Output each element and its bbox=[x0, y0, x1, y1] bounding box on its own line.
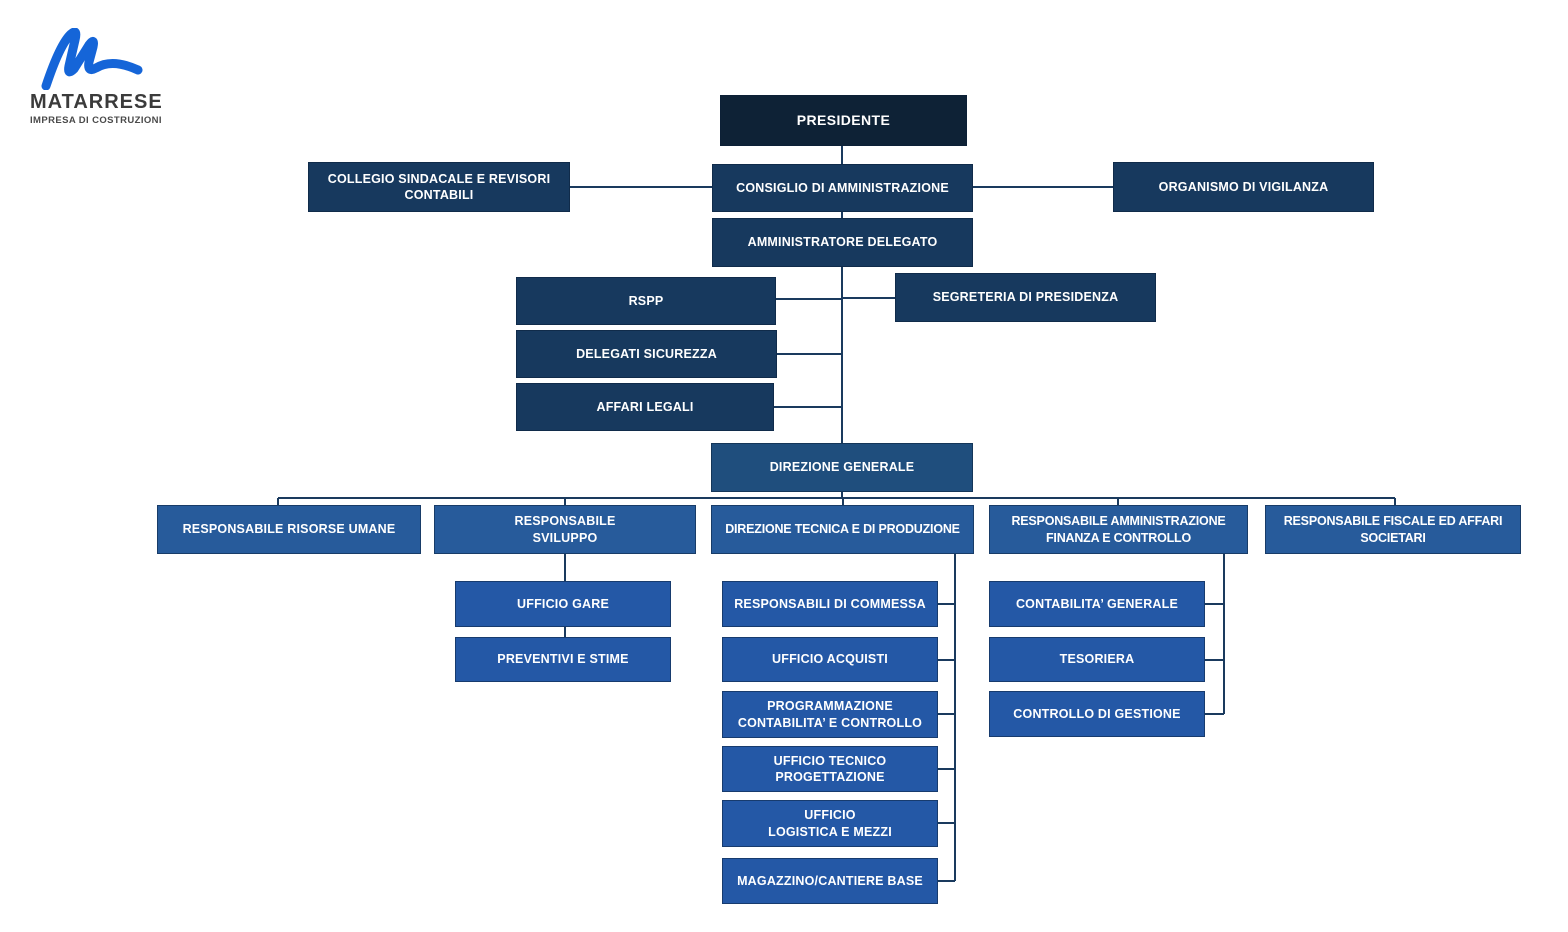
org-label-controllo-gestione: CONTROLLO DI GESTIONE bbox=[1013, 706, 1181, 721]
org-box-collegio-sindacale: COLLEGIO SINDACALE E REVISORI CONTABILI bbox=[308, 162, 570, 212]
org-label-risorse-umane: RESPONSABILE RISORSE UMANE bbox=[182, 522, 396, 537]
org-box-fiscale-affari-societari: RESPONSABILE FISCALE ED AFFARI SOCIETARI bbox=[1265, 505, 1521, 554]
org-label-ufficio-acquisti: UFFICIO ACQUISTI bbox=[772, 652, 888, 667]
company-logo: MATARRESE IMPRESA DI COSTRUZIONI bbox=[30, 28, 210, 126]
org-label-responsabile-sviluppo: RESPONSABILE SVILUPPO bbox=[514, 514, 616, 545]
org-label-magazzino-cantiere: MAGAZZINO/CANTIERE BASE bbox=[737, 873, 923, 888]
org-label-ufficio-logistica-mezzi: UFFICIO LOGISTICA E MEZZI bbox=[768, 808, 892, 839]
org-box-segreteria-presidenza: SEGRETERIA DI PRESIDENZA bbox=[895, 273, 1156, 322]
org-label-direzione-generale: DIREZIONE GENERALE bbox=[769, 460, 915, 475]
org-box-direzione-tecnica: DIREZIONE TECNICA E DI PRODUZIONE bbox=[711, 505, 974, 554]
org-box-delegati-sicurezza: DELEGATI SICUREZZA bbox=[516, 330, 777, 378]
org-box-presidente: PRESIDENTE bbox=[720, 95, 967, 146]
company-name: MATARRESE bbox=[30, 91, 163, 113]
org-label-fiscale-affari-societari: RESPONSABILE FISCALE ED AFFARI SOCIETARI bbox=[1283, 514, 1503, 545]
org-box-ufficio-logistica-mezzi: UFFICIO LOGISTICA E MEZZI bbox=[722, 800, 938, 847]
org-label-consiglio-amministrazione: CONSIGLIO DI AMMINISTRAZIONE bbox=[736, 180, 949, 195]
org-label-ufficio-gare: UFFICIO GARE bbox=[517, 596, 609, 611]
org-label-segreteria-presidenza: SEGRETERIA DI PRESIDENZA bbox=[932, 290, 1119, 305]
org-box-tesoriera: TESORIERA bbox=[989, 637, 1205, 682]
org-label-contabilita-generale: CONTABILITA’ GENERALE bbox=[1015, 596, 1179, 611]
org-box-rspp: RSPP bbox=[516, 277, 776, 325]
org-box-amministratore-delegato: AMMINISTRATORE DELEGATO bbox=[712, 218, 973, 267]
org-box-consiglio-amministrazione: CONSIGLIO DI AMMINISTRAZIONE bbox=[712, 164, 973, 212]
org-box-responsabili-commessa: RESPONSABILI DI COMMESSA bbox=[722, 581, 938, 627]
org-box-contabilita-generale: CONTABILITA’ GENERALE bbox=[989, 581, 1205, 627]
org-box-programmazione-contabilita: PROGRAMMAZIONE CONTABILITA’ E CONTROLLO bbox=[722, 691, 938, 738]
org-label-presidente: PRESIDENTE bbox=[796, 112, 891, 129]
org-box-ufficio-tecnico-progettazione: UFFICIO TECNICO PROGETTAZIONE bbox=[722, 746, 938, 792]
org-box-preventivi-stime: PREVENTIVI E STIME bbox=[455, 637, 671, 682]
org-label-direzione-tecnica: DIREZIONE TECNICA E DI PRODUZIONE bbox=[725, 522, 960, 537]
org-label-preventivi-stime: PREVENTIVI E STIME bbox=[497, 652, 629, 667]
org-label-tesoriera: TESORIERA bbox=[1059, 652, 1135, 667]
org-box-responsabile-sviluppo: RESPONSABILE SVILUPPO bbox=[434, 505, 696, 554]
org-box-direzione-generale: DIREZIONE GENERALE bbox=[711, 443, 973, 492]
org-box-ufficio-gare: UFFICIO GARE bbox=[455, 581, 671, 627]
org-label-affari-legali: AFFARI LEGALI bbox=[596, 399, 694, 414]
company-tagline: IMPRESA DI COSTRUZIONI bbox=[30, 115, 162, 126]
logo-swoosh-icon bbox=[41, 28, 143, 90]
org-box-risorse-umane: RESPONSABILE RISORSE UMANE bbox=[157, 505, 421, 554]
org-label-amministrazione-finanza: RESPONSABILE AMMINISTRAZIONE FINANZA E C… bbox=[1011, 514, 1226, 545]
org-box-organismo-vigilanza: ORGANISMO DI VIGILANZA bbox=[1113, 162, 1374, 212]
org-label-rspp: RSPP bbox=[628, 293, 664, 308]
org-label-organismo-vigilanza: ORGANISMO DI VIGILANZA bbox=[1158, 179, 1329, 194]
org-label-collegio-sindacale: COLLEGIO SINDACALE E REVISORI CONTABILI bbox=[327, 171, 551, 202]
org-box-affari-legali: AFFARI LEGALI bbox=[516, 383, 774, 431]
org-box-amministrazione-finanza: RESPONSABILE AMMINISTRAZIONE FINANZA E C… bbox=[989, 505, 1248, 554]
org-label-ufficio-tecnico-progettazione: UFFICIO TECNICO PROGETTAZIONE bbox=[773, 753, 887, 784]
org-box-controllo-gestione: CONTROLLO DI GESTIONE bbox=[989, 691, 1205, 737]
org-label-amministratore-delegato: AMMINISTRATORE DELEGATO bbox=[747, 235, 938, 250]
org-label-programmazione-contabilita: PROGRAMMAZIONE CONTABILITA’ E CONTROLLO bbox=[737, 699, 923, 730]
org-label-responsabili-commessa: RESPONSABILI DI COMMESSA bbox=[734, 596, 926, 611]
org-box-ufficio-acquisti: UFFICIO ACQUISTI bbox=[722, 637, 938, 682]
org-box-magazzino-cantiere: MAGAZZINO/CANTIERE BASE bbox=[722, 858, 938, 904]
org-label-delegati-sicurezza: DELEGATI SICUREZZA bbox=[576, 346, 717, 361]
